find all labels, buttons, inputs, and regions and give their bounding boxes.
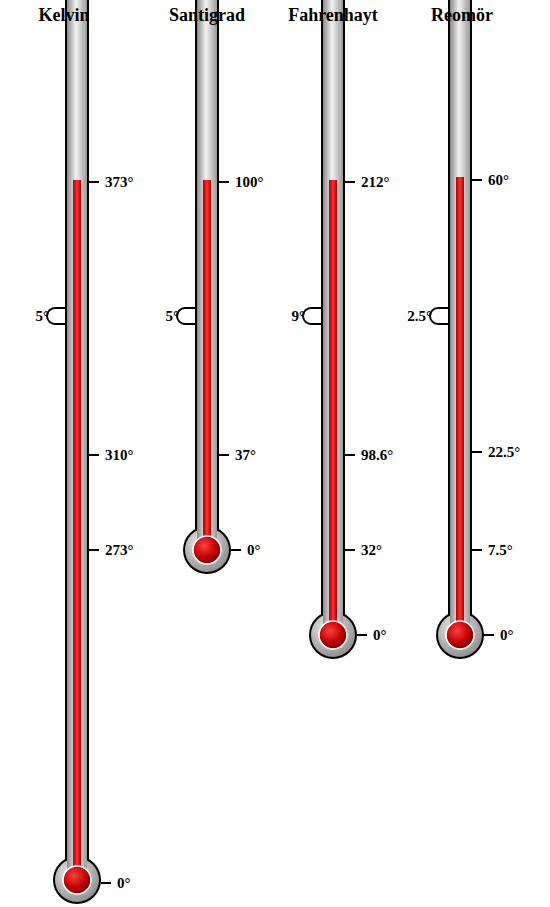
interval-notch xyxy=(430,308,448,324)
red-bulb xyxy=(319,621,347,649)
scale-name: Fahrenhayt xyxy=(288,6,378,24)
tick-marks xyxy=(89,182,111,883)
tick-label: 0° xyxy=(117,876,131,891)
tube-outline xyxy=(195,0,219,550)
tick-label: 32° xyxy=(361,543,382,558)
tick-label: 37° xyxy=(235,448,256,463)
reaumur-thermometer xyxy=(430,0,494,659)
red-bulb xyxy=(446,621,474,649)
tick-label: 0° xyxy=(247,543,261,558)
tick-label: 7.5° xyxy=(488,543,513,558)
tick-marks xyxy=(345,182,367,635)
tick-label: 98.6° xyxy=(361,448,393,463)
tube-outline xyxy=(65,0,89,880)
scale-name: Reomör xyxy=(431,6,493,24)
scale-name: Kelvin xyxy=(38,6,89,24)
tube-glass xyxy=(197,0,217,550)
red-column xyxy=(203,180,211,550)
tick-label: 212° xyxy=(361,175,390,190)
tick-label: 273° xyxy=(105,543,134,558)
tick-label: 0° xyxy=(373,628,387,643)
tick-label: 310° xyxy=(105,448,134,463)
red-column xyxy=(329,180,337,635)
interval-label: 5° xyxy=(166,309,180,324)
celsius-thermometer xyxy=(177,0,241,574)
tick-label: 0° xyxy=(500,628,514,643)
tick-label: 22.5° xyxy=(488,445,520,460)
tick-marks xyxy=(219,182,241,550)
interval-label: 5° xyxy=(36,309,50,324)
red-column xyxy=(73,180,81,880)
interval-notch xyxy=(47,308,65,324)
red-bulb xyxy=(193,536,221,564)
scale-name: Santigrad xyxy=(169,6,245,24)
interval-label: 9° xyxy=(292,309,306,324)
tube-glass xyxy=(450,0,470,635)
kelvin-thermometer xyxy=(47,0,111,904)
tick-label: 373° xyxy=(105,175,134,190)
interval-label: 2.5° xyxy=(407,309,432,324)
tick-label: 60° xyxy=(488,173,509,188)
tube-glass xyxy=(67,0,87,880)
tube-outline xyxy=(448,0,472,635)
red-bulb xyxy=(63,866,91,894)
interval-notch xyxy=(177,308,195,324)
fahrenheit-thermometer xyxy=(303,0,367,659)
tick-marks xyxy=(472,180,494,635)
tick-label: 100° xyxy=(235,175,264,190)
interval-notch xyxy=(303,308,321,324)
red-column xyxy=(456,177,464,635)
tube-outline xyxy=(321,0,345,635)
tube-glass xyxy=(323,0,343,635)
